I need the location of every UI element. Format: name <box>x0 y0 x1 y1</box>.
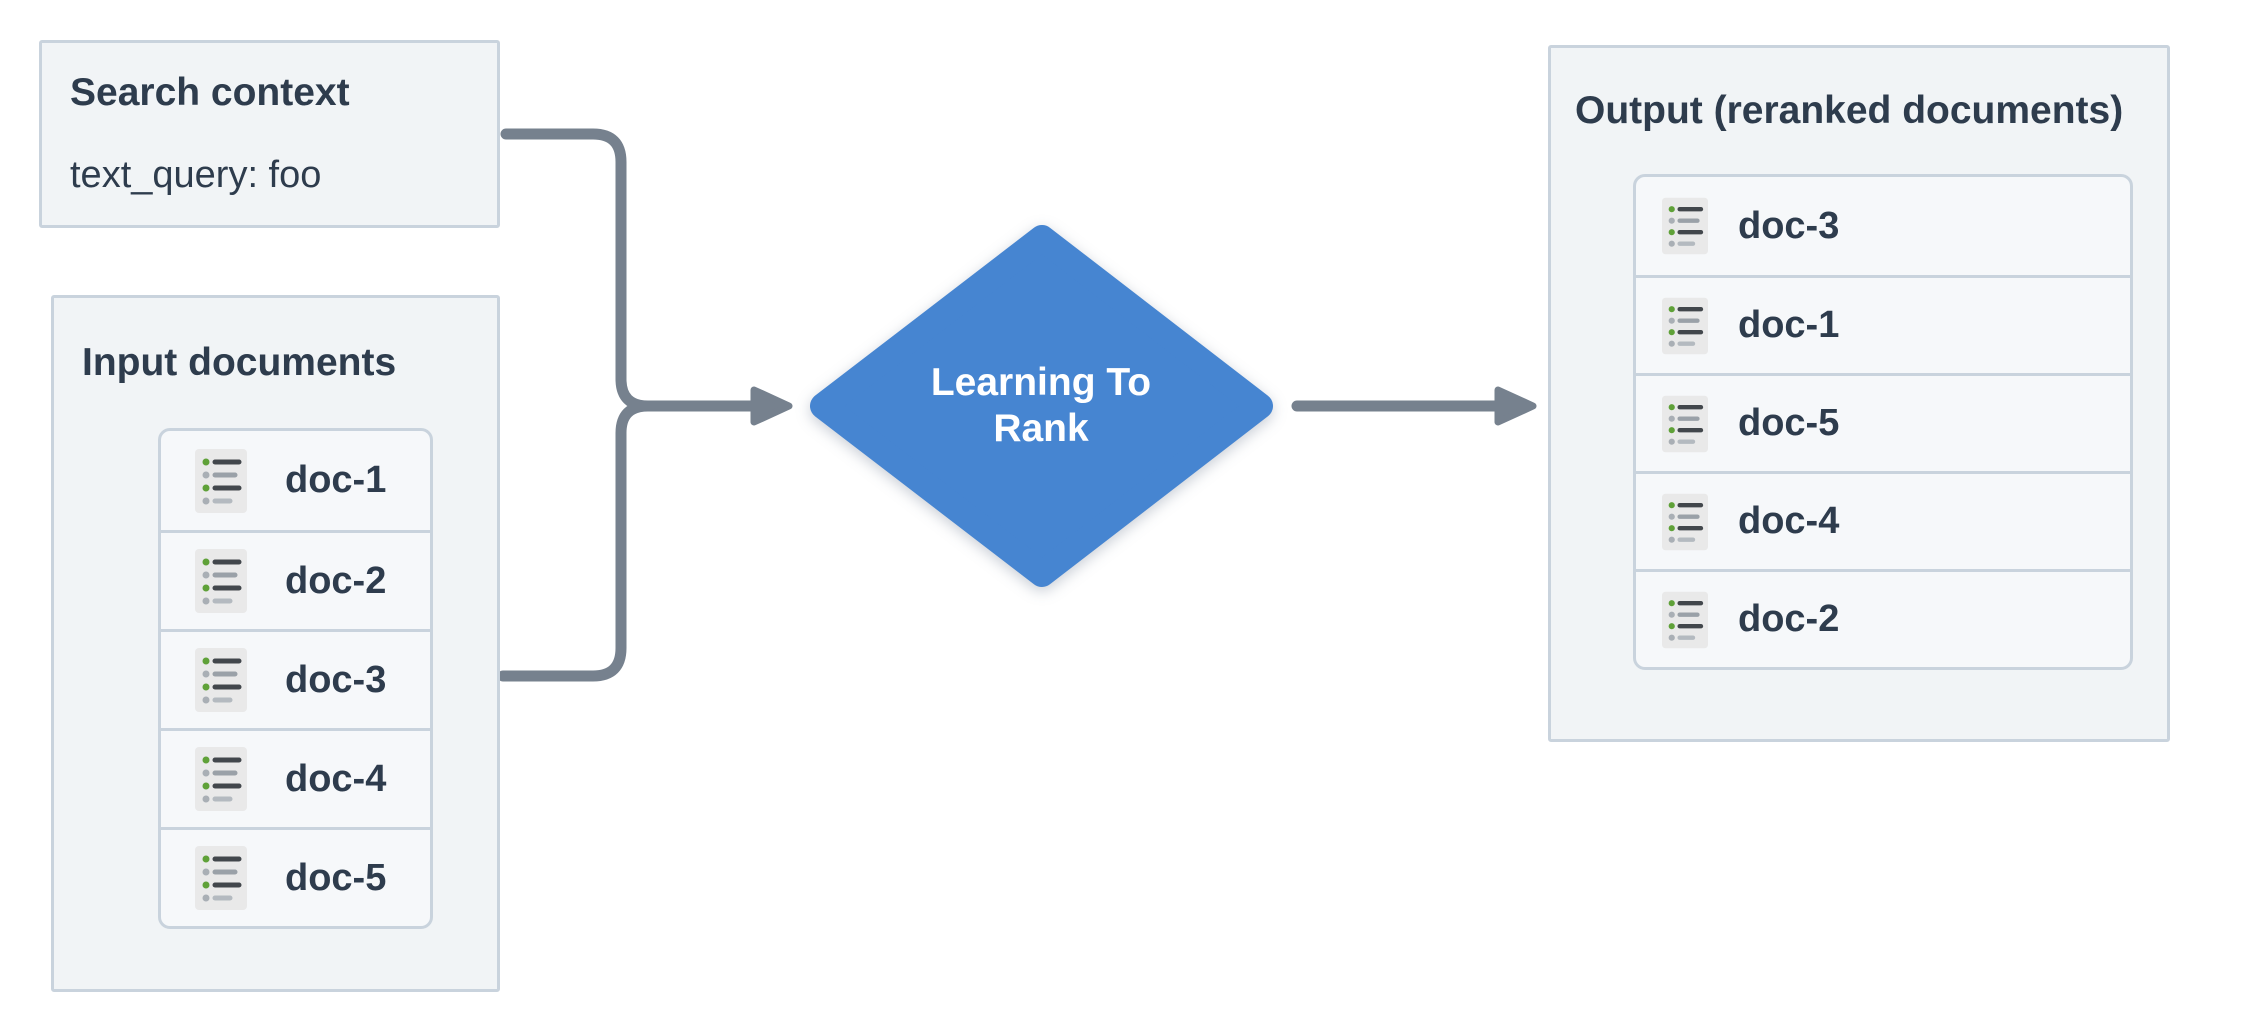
doc-label: doc-1 <box>285 459 387 501</box>
input-doc-item: doc-2 <box>161 530 430 629</box>
doc-label: doc-5 <box>1738 402 1840 444</box>
input-documents-box: Input documents doc-1 doc-2 doc-3 doc-4 … <box>51 295 500 992</box>
bulleted-list-icon <box>195 846 247 910</box>
input-documents-title: Input documents <box>82 341 397 384</box>
output-documents-list: doc-3 doc-1 doc-5 doc-4 doc-2 <box>1633 174 2133 670</box>
bulleted-list-icon <box>1662 297 1708 354</box>
merge-arrowhead-icon <box>750 386 793 426</box>
ltr-label-line2: Rank <box>993 407 1089 450</box>
ltr-diamond-label: Learning To Rank <box>891 360 1191 452</box>
input-doc-item: doc-5 <box>161 827 430 926</box>
search-context-title: Search context <box>70 71 350 114</box>
output-doc-item: doc-1 <box>1636 275 2130 373</box>
search-context-box: Search context text_query: foo <box>39 40 500 228</box>
connector-search-to-ltr <box>500 128 758 412</box>
bulleted-list-icon <box>1662 493 1708 550</box>
bulleted-list-icon <box>195 648 247 712</box>
input-doc-item: doc-4 <box>161 728 430 827</box>
bulleted-list-icon <box>1662 591 1708 648</box>
doc-label: doc-4 <box>1738 500 1840 542</box>
input-doc-item: doc-1 <box>161 431 430 530</box>
search-context-query: text_query: foo <box>70 154 322 196</box>
output-doc-item: doc-5 <box>1636 373 2130 471</box>
input-documents-list: doc-1 doc-2 doc-3 doc-4 doc-5 <box>158 428 433 929</box>
doc-label: doc-5 <box>285 856 387 899</box>
bulleted-list-icon <box>195 549 247 613</box>
output-doc-item: doc-2 <box>1636 569 2130 667</box>
bulleted-list-icon <box>195 747 247 811</box>
output-doc-item: doc-4 <box>1636 471 2130 569</box>
ltr-label-line1: Learning To <box>930 361 1152 404</box>
doc-label: doc-2 <box>1738 598 1840 640</box>
output-arrowhead-icon <box>1494 386 1537 426</box>
doc-label: doc-3 <box>1738 204 1840 247</box>
output-doc-item: doc-3 <box>1636 177 2130 275</box>
connector-docs-to-ltr <box>497 400 758 682</box>
output-reranked-title: Output (reranked documents) <box>1575 89 2124 132</box>
bulleted-list-icon <box>1662 197 1708 255</box>
doc-label: doc-1 <box>1738 304 1840 346</box>
ltr-diamond-shape <box>810 225 1273 587</box>
doc-label: doc-4 <box>285 757 387 800</box>
bulleted-list-icon <box>1662 395 1708 452</box>
output-reranked-box: Output (reranked documents) doc-3 doc-1 … <box>1548 45 2170 742</box>
doc-label: doc-3 <box>285 658 387 701</box>
doc-label: doc-2 <box>285 559 387 602</box>
bulleted-list-icon <box>195 448 247 513</box>
input-doc-item: doc-3 <box>161 629 430 728</box>
